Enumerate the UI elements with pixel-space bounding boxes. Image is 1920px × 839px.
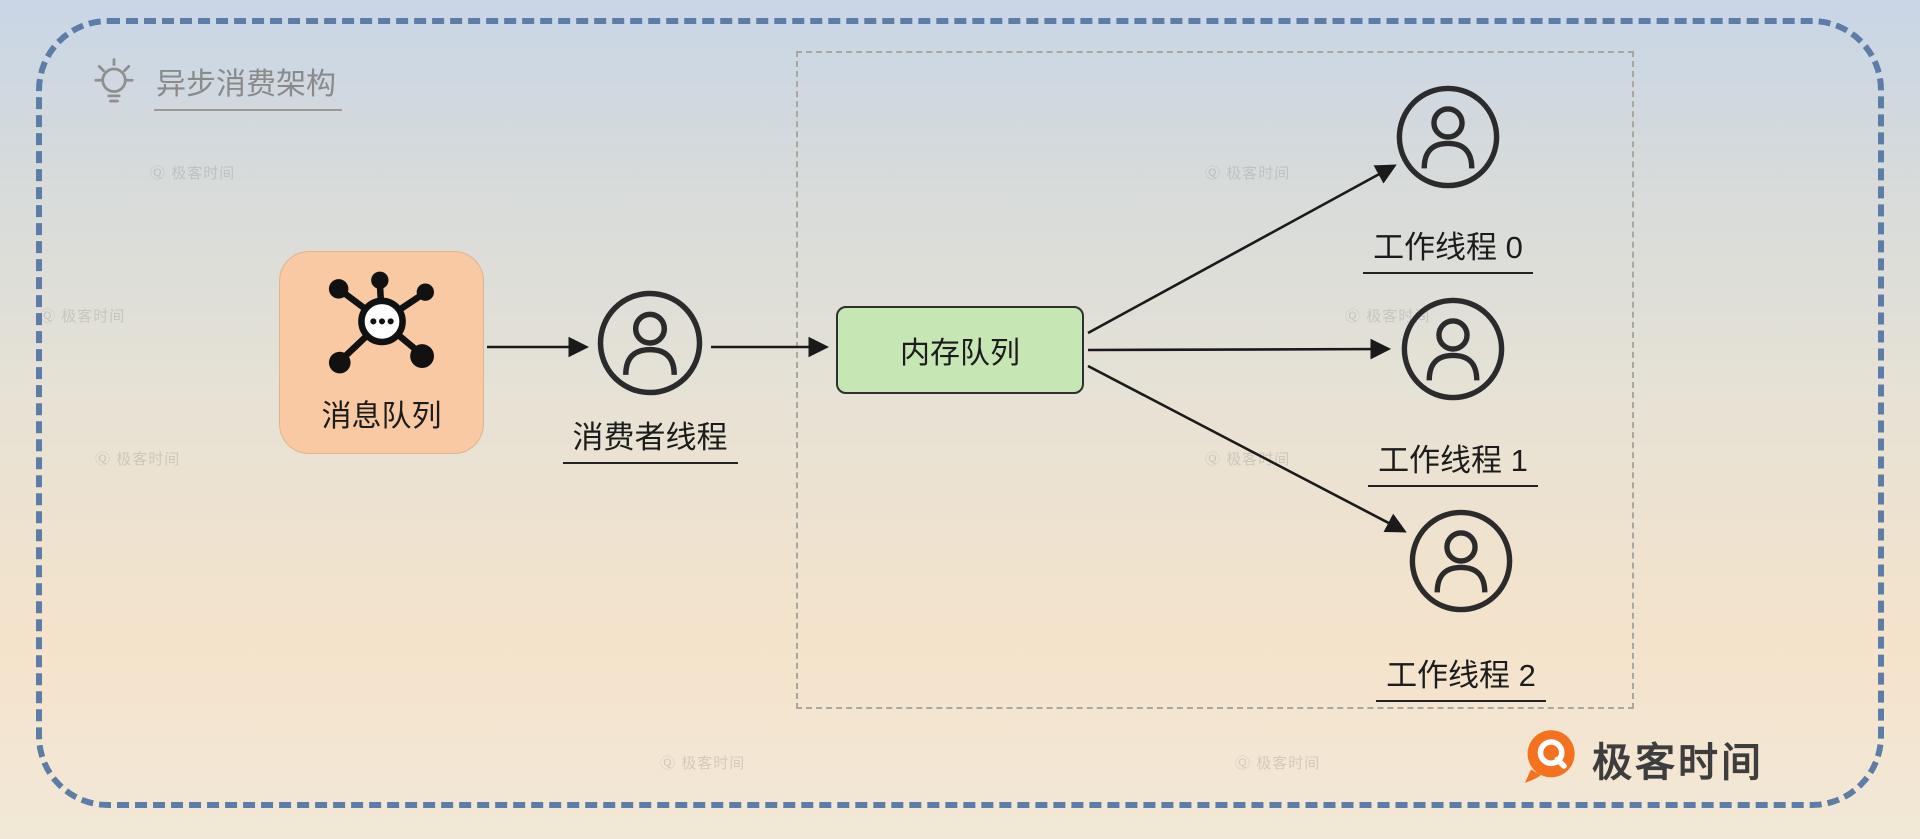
- worker1-label: 工作线程 1: [1368, 435, 1538, 487]
- watermark: Ⓠ 极客时间: [1205, 162, 1290, 183]
- consumer-person-icon: [595, 288, 705, 398]
- message-queue-label: 消息队列: [321, 400, 442, 433]
- memory-queue-node: 内存队列: [836, 306, 1084, 394]
- geektime-logo-text: 极客时间: [1592, 740, 1764, 785]
- geektime-brand: 极客时间: [1522, 728, 1764, 789]
- worker2-person-icon: [1407, 507, 1517, 617]
- watermark: Ⓠ 极客时间: [660, 752, 745, 773]
- worker2-label-wrap: 工作线程 2: [1331, 650, 1591, 702]
- watermark: Ⓠ 极客时间: [40, 305, 125, 326]
- watermark-glyph: Ⓠ: [1205, 451, 1222, 468]
- worker0-label: 工作线程 0: [1363, 222, 1533, 274]
- memory-queue-group-frame: [796, 51, 1634, 709]
- consumer-label: 消费者线程: [562, 412, 738, 464]
- watermark-glyph: Ⓠ: [150, 165, 167, 182]
- diagram-title: 异步消费架构: [154, 59, 342, 111]
- watermark-text: 极客时间: [171, 165, 236, 182]
- memory-queue-label: 内存队列: [900, 337, 1020, 370]
- watermark-glyph: Ⓠ: [1205, 165, 1222, 182]
- watermark: Ⓠ 极客时间: [1235, 752, 1320, 773]
- watermark-text: 极客时间: [61, 308, 126, 325]
- watermark-glyph: Ⓠ: [1235, 755, 1252, 772]
- watermark-glyph: Ⓠ: [1345, 308, 1362, 325]
- watermark-text: 极客时间: [1226, 451, 1291, 468]
- lightbulb-icon: [88, 56, 140, 113]
- watermark-glyph: Ⓠ: [40, 308, 57, 325]
- consumer-label-wrap: 消费者线程: [530, 412, 770, 464]
- watermark: Ⓠ 极客时间: [95, 448, 180, 469]
- watermark: Ⓠ 极客时间: [1205, 448, 1290, 469]
- watermark-glyph: Ⓠ: [95, 451, 112, 468]
- watermark-text: 极客时间: [1226, 165, 1291, 182]
- worker1-label-wrap: 工作线程 1: [1323, 435, 1583, 487]
- geektime-logo-icon: [1522, 728, 1578, 789]
- watermark: Ⓠ 极客时间: [150, 162, 235, 183]
- worker1-person-icon: [1399, 295, 1509, 405]
- watermark-text: 极客时间: [1256, 755, 1321, 772]
- outer-dashed-frame: [36, 18, 1884, 808]
- worker2-label: 工作线程 2: [1376, 650, 1546, 702]
- molecule-icon: [317, 268, 447, 395]
- watermark-text: 极客时间: [681, 755, 746, 772]
- worker0-label-wrap: 工作线程 0: [1318, 222, 1578, 274]
- diagram-header: 异步消费架构: [88, 56, 342, 113]
- watermark-text: 极客时间: [116, 451, 181, 468]
- message-queue-node: 消息队列: [279, 251, 484, 454]
- worker0-person-icon: [1394, 83, 1504, 193]
- watermark-glyph: Ⓠ: [660, 755, 677, 772]
